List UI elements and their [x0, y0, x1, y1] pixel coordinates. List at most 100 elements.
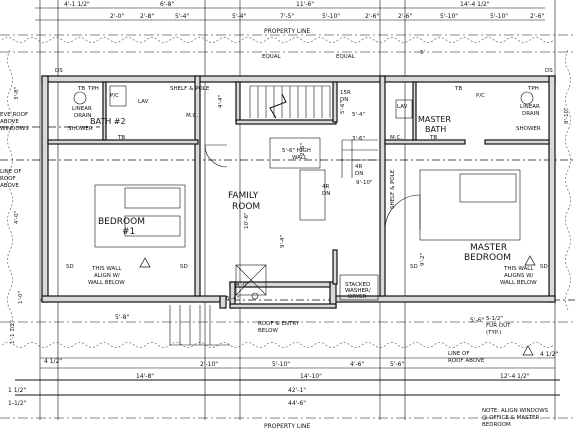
- room-bath2: BATH #2: [90, 117, 126, 126]
- note-ds-right: DS: [545, 68, 553, 74]
- dim-top-2: 6'-8": [160, 1, 174, 8]
- dim-vertical-11: 1'-1 1/2": [10, 320, 16, 344]
- dim-edge-right-1: 4 1/2": [540, 351, 558, 358]
- dim-bottom-overall-2: 44'-6": [288, 400, 306, 407]
- dim-vertical-13: 5': [420, 50, 425, 56]
- dim-bottom-1: 14'-8": [136, 373, 154, 380]
- note-tb-left: TB: [77, 86, 85, 92]
- warning-triangle-icon-left: [139, 257, 151, 268]
- note-tph-right: TPH: [527, 86, 539, 92]
- note-lav-left: LAV: [138, 99, 149, 105]
- dim-top-3: 11'-6": [296, 1, 314, 8]
- note-align-left-1: THIS WALL: [91, 266, 122, 272]
- dim-top-s8: 2'-6": [398, 13, 412, 20]
- roof-entry-hatch: [169, 305, 230, 346]
- equal-label-1: EQUAL: [262, 54, 282, 60]
- dim-top-s11: 2'-6": [530, 13, 544, 20]
- room-family-1: FAMILY: [228, 191, 259, 201]
- note-linear-drain-right-1: LINEAR: [520, 104, 540, 110]
- dim-vertical-4: 9'-10": [356, 180, 373, 186]
- room-master-bath-2: BATH: [425, 125, 446, 134]
- note-line-roof-below-2: ROOF ABOVE: [448, 358, 485, 364]
- note-eve-roof-1: EVE ROOF: [0, 112, 28, 118]
- note-4r-2: DN: [355, 171, 363, 177]
- dim-edge-left-1: 4 1/2": [44, 358, 62, 365]
- note-sd-left-2: SD: [180, 264, 188, 270]
- dim-top-s6: 5'-10": [322, 13, 340, 20]
- note-align-right-2: ALIGNS W/: [504, 273, 534, 279]
- note-4r-b-1: 4R: [322, 184, 329, 190]
- note-fur-out-3: (TYP.): [486, 330, 501, 336]
- note-fur-out-1: 5-1/2": [486, 316, 503, 322]
- dim-vertical-1: 10'-6": [244, 212, 250, 229]
- dim-vertical-15: 2'-6": [300, 143, 306, 156]
- furniture: [73, 85, 534, 301]
- room-family-2: ROOM: [232, 202, 260, 212]
- dim-top-s7: 2'-6": [365, 13, 379, 20]
- dim-bottom-r1: 5'-8": [115, 314, 129, 321]
- note-fur-out-2: FUR OUT: [486, 323, 511, 329]
- dim-bottom-3: 12'-4 1/2": [500, 373, 530, 380]
- note-roof-entry-1: ROOF & ENTRY: [258, 321, 300, 327]
- note-tb-right-2: TB: [429, 135, 437, 141]
- note-linear-drain-left-2: DRAIN: [74, 113, 91, 119]
- note-stacked-1: STACKED: [345, 282, 370, 288]
- warning-triangle-icon-right: [524, 255, 536, 266]
- room-bedroom-2: #1: [122, 227, 135, 237]
- dim-vertical-8: 3'-6": [352, 136, 365, 142]
- note-eve-roof-2: ABOVE: [0, 119, 19, 125]
- note-shower-left: SHOWER: [68, 126, 93, 132]
- dim-top-s1: 2'-0": [110, 13, 124, 20]
- note-shelf-pole: SHELF & POLE: [170, 86, 210, 92]
- note-linear-drain-left-1: LINEAR: [72, 106, 92, 112]
- room-master-bed-1: MASTER: [470, 243, 507, 253]
- note-4r-b-2: DN: [322, 191, 330, 197]
- note-sd-right: SD: [410, 264, 418, 270]
- note-linear-drain-right-2: DRAIN: [522, 111, 539, 117]
- property-line-top: PROPERTY LINE: [264, 28, 310, 35]
- dim-vertical-3: 4'-4": [218, 95, 224, 108]
- dim-top-s9: 5'-10": [440, 13, 458, 20]
- property-line-bottom: PROPERTY LINE: [264, 423, 310, 430]
- note-ds-left: DS: [55, 68, 63, 74]
- room-master-bed-2: BEDROOM: [464, 253, 511, 263]
- note-align-windows-2: @ OFFICE & MASTER: [482, 415, 539, 421]
- note-mc-left: M.C.: [186, 113, 198, 119]
- dim-top-s5: 7'-5": [280, 13, 294, 20]
- note-align-windows-3: BEDROOM: [482, 422, 511, 428]
- note-line-roof-left-2: ROOF: [0, 176, 16, 182]
- dim-vertical-5: 4'-0": [14, 211, 20, 224]
- dim-top-s4: 5'-4": [232, 13, 246, 20]
- dim-vertical-17: 8'-10": [564, 107, 570, 124]
- note-high-wall-2: WALL: [292, 155, 308, 161]
- dim-vertical-14: 4'-0": [236, 282, 249, 288]
- note-align-left-2: ALIGN W/: [94, 273, 120, 279]
- warning-triangle-icon-bottom: [522, 345, 534, 356]
- stair: [249, 85, 378, 178]
- room-master-bath-1: MASTER: [418, 115, 451, 124]
- note-tph-left: TPH: [87, 86, 99, 92]
- dim-vertical-6: 9'-2": [420, 253, 426, 266]
- dim-bottom-2: 14'-10": [300, 373, 322, 380]
- equal-label-2: EQUAL: [336, 54, 356, 60]
- dim-top-4: 14'-4 1/2": [460, 1, 490, 8]
- interior-walls: [47, 75, 550, 297]
- dim-bottom-r2: 2'-10": [200, 361, 218, 368]
- exterior-walls: [41, 75, 556, 309]
- dim-vertical-7: 5'-4": [352, 112, 365, 118]
- note-mc-right: M.C.: [390, 135, 402, 141]
- note-shelf-pole-vertical: SHELF & POLE: [390, 169, 396, 209]
- note-stacked-2: WASHER/: [345, 288, 371, 294]
- note-eve-roof-3: WINDOWS: [0, 126, 29, 132]
- note-align-windows-1: NOTE: ALIGN WINDOWS: [482, 408, 549, 414]
- dim-vertical-10: 3'-8": [14, 87, 20, 100]
- note-lav-right: LAV: [397, 104, 408, 110]
- dim-top-1: 4'-1 1/2": [64, 1, 90, 8]
- dim-bottom-r6: 5'-6": [390, 361, 404, 368]
- dim-vertical-12: 1'-0": [18, 291, 24, 304]
- note-stair-dn: DN: [340, 97, 348, 103]
- dim-top-s2: 2'-8": [140, 13, 154, 20]
- dim-edge-left-3: 1-1/2": [8, 400, 27, 407]
- note-line-roof-left-3: ABOVE: [0, 183, 19, 189]
- dim-vertical-16: 5'-4": [226, 296, 239, 302]
